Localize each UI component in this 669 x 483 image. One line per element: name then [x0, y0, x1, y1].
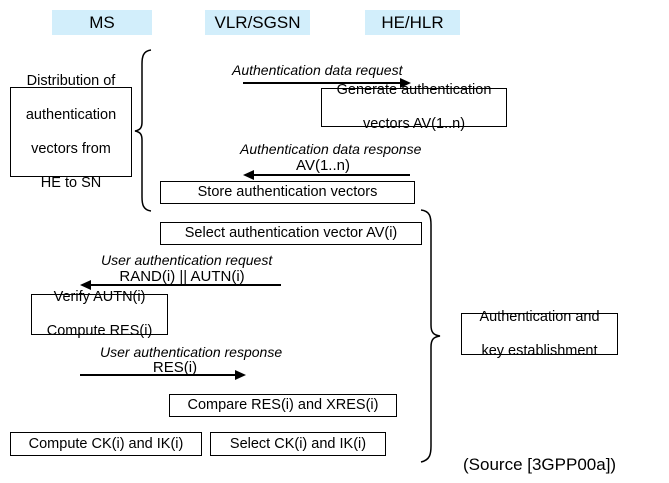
action-select-ck-ik: Select CK(i) and IK(i): [210, 432, 386, 456]
phase-line-2: authentication: [25, 106, 117, 123]
phase-line-2: key establishment: [481, 342, 598, 359]
column-header-ms: MS: [52, 10, 152, 35]
arrowhead-left-icon: [243, 170, 254, 180]
arrowhead-left-icon: [80, 280, 91, 290]
action-line-1: Compare RES(i) and XRES(i): [187, 397, 379, 413]
action-generate-authentication-vectors: Generate authentication vectors AV(1..n): [321, 82, 507, 132]
action-compare-res-xres: Compare RES(i) and XRES(i): [169, 394, 397, 417]
message-arrow-auth-data-response: [254, 174, 410, 176]
phase-line-1: Distribution of: [26, 72, 116, 89]
action-line-1: Generate authentication: [336, 82, 492, 98]
message-param-auth-data-response: AV(1..n): [296, 157, 350, 174]
phase-label-distribution: Distribution of authentication vectors f…: [10, 73, 132, 191]
action-line-2: vectors AV(1..n): [362, 116, 466, 132]
action-line-1: Verify AUTN(i): [53, 289, 146, 305]
action-compute-ck-ik: Compute CK(i) and IK(i): [10, 432, 202, 456]
message-arrow-user-auth-response: [80, 374, 235, 376]
action-line-1: Compute CK(i) and IK(i): [28, 435, 184, 452]
arrowhead-right-icon: [400, 78, 411, 88]
message-arrow-auth-data-request: [243, 82, 400, 84]
phase-label-auth-key-establishment: Authentication and key establishment: [461, 309, 618, 359]
message-arrow-user-auth-request: [91, 284, 281, 286]
action-verify-autn-compute-res: Verify AUTN(i) Compute RES(i): [31, 289, 168, 339]
message-label-user-auth-response: User authentication response: [100, 344, 283, 360]
phase-line-4: HE to SN: [40, 174, 102, 191]
column-header-vlr-sgsn: VLR/SGSN: [205, 10, 310, 35]
phase-line-3: vectors from: [31, 140, 111, 157]
action-line-2: Compute RES(i): [46, 323, 153, 339]
column-header-he-hlr: HE/HLR: [365, 10, 460, 35]
source-note: (Source [3GPP00a]): [463, 455, 617, 474]
action-line-1: Store authentication vectors: [197, 184, 378, 200]
phase-brace-auth-key-establishment: [417, 208, 443, 464]
phase-line-1: Authentication and: [479, 308, 600, 325]
message-label-auth-data-request: Authentication data request: [232, 62, 403, 78]
message-label-auth-data-response: Authentication data response: [240, 141, 422, 157]
arrowhead-right-icon: [235, 370, 246, 380]
action-store-authentication-vectors: Store authentication vectors: [160, 181, 415, 204]
action-line-1: Select authentication vector AV(i): [184, 225, 398, 241]
message-param-user-auth-response: RES(i): [152, 359, 198, 376]
action-line-1: Select CK(i) and IK(i): [229, 435, 367, 452]
phase-brace-distribution: [134, 48, 156, 213]
message-label-user-auth-request: User authentication request: [101, 252, 273, 268]
action-select-authentication-vector: Select authentication vector AV(i): [160, 222, 422, 245]
message-param-user-auth-request: RAND(i) || AUTN(i): [119, 268, 245, 285]
